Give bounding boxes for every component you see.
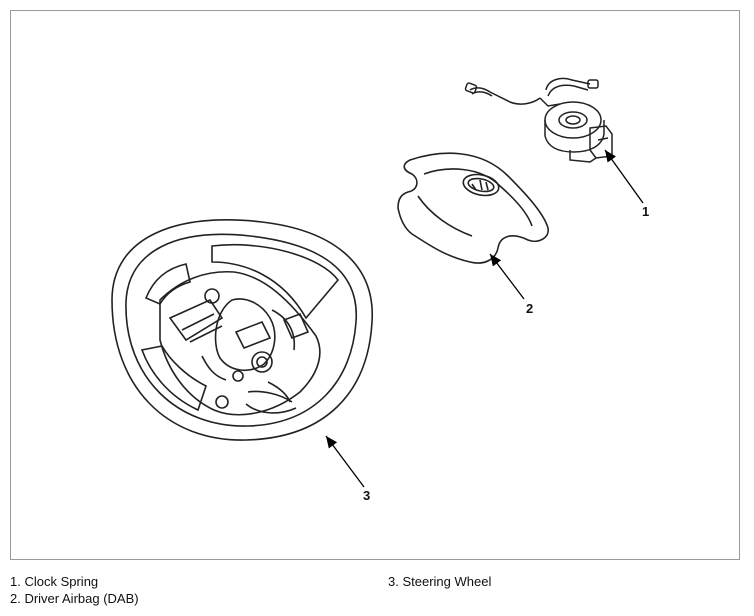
legend-item-steering-wheel: 3. Steering Wheel	[388, 574, 492, 589]
driver-airbag-illustration	[397, 152, 549, 264]
clock-spring-illustration	[464, 77, 613, 163]
steering-wheel-illustration	[111, 219, 373, 441]
callout-2: 2	[526, 301, 534, 316]
legend-item-clock-spring: 1. Clock Spring	[10, 574, 99, 589]
diagram-frame	[10, 10, 740, 560]
leader-arrows	[325, 149, 644, 488]
legend-column-2: 3. Steering Wheel	[388, 573, 491, 590]
legend-column-1: 1. Clock Spring 2. Driver Airbag (DAB)	[10, 573, 139, 607]
callout-3: 3	[363, 488, 371, 503]
callout-1: 1	[642, 204, 650, 219]
legend-item-driver-airbag: 2. Driver Airbag (DAB)	[10, 591, 139, 606]
